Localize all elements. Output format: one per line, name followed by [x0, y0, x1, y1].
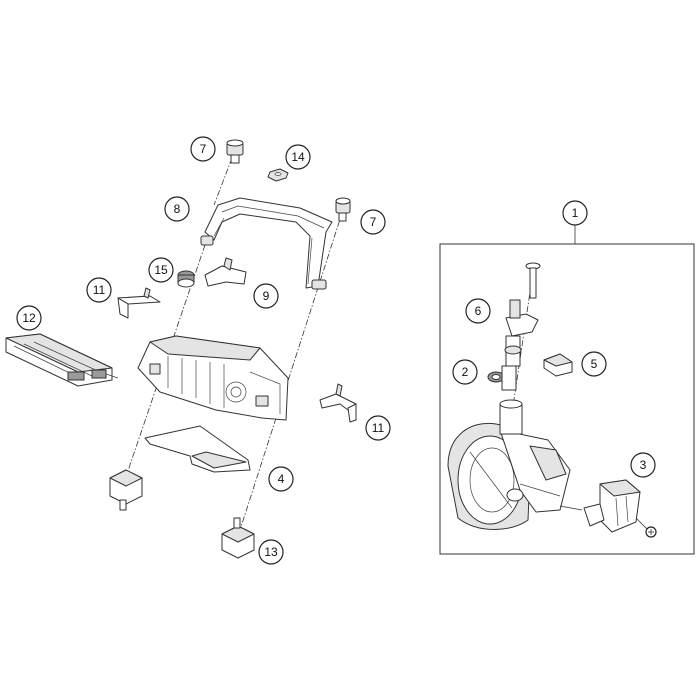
callout-7-top: 7 — [190, 136, 216, 162]
callout-12-label: 12 — [22, 311, 36, 325]
part-15-grommet — [177, 270, 195, 288]
callout-3: 3 — [630, 452, 656, 478]
callout-7-right-label: 7 — [370, 215, 377, 229]
plus-marker — [645, 526, 657, 538]
callout-5: 5 — [581, 351, 607, 377]
callout-15: 15 — [148, 257, 174, 283]
part-14-nut — [267, 168, 289, 182]
callout-5-label: 5 — [591, 357, 598, 371]
callout-4: 4 — [268, 466, 294, 492]
part-12-control-unit — [5, 333, 119, 387]
part-8-bracket — [200, 197, 333, 290]
callout-1-label: 1 — [572, 206, 579, 220]
callout-13-label: 13 — [264, 545, 278, 559]
callout-6: 6 — [465, 298, 491, 324]
part-11-bracket-left — [117, 287, 161, 319]
callout-1: 1 — [562, 200, 588, 226]
callout-11-right-label: 11 — [372, 421, 385, 435]
callout-6-label: 6 — [475, 304, 482, 318]
callout-9: 9 — [253, 283, 279, 309]
callout-2-label: 2 — [462, 365, 469, 379]
callout-7-right: 7 — [360, 209, 386, 235]
callout-2: 2 — [452, 359, 478, 385]
part-5-clip — [543, 353, 573, 377]
part-2-o-ring — [487, 365, 517, 391]
part-7-bolt-right — [335, 197, 351, 222]
callout-15-label: 15 — [154, 263, 168, 277]
part-7-bolt-top — [226, 139, 244, 164]
part-9-clip — [204, 257, 247, 287]
part-11-bracket-right — [319, 383, 357, 423]
callout-4-label: 4 — [278, 472, 285, 486]
callout-8-label: 8 — [174, 202, 181, 216]
callout-11-left: 11 — [86, 277, 112, 303]
throttle-body — [447, 399, 571, 530]
part-4-support-plate — [144, 425, 251, 473]
rubber-mount-left — [109, 469, 143, 511]
part-6-sensor-screw — [504, 262, 541, 367]
part-3-position-sensor — [559, 479, 649, 533]
callout-11-right: 11 — [365, 415, 391, 441]
callout-13: 13 — [258, 539, 284, 565]
callout-14: 14 — [285, 144, 311, 170]
assembly-axis-top-left — [213, 157, 233, 206]
callout-11-left-label: 11 — [93, 283, 106, 297]
callout-12: 12 — [16, 305, 42, 331]
main-housing — [137, 335, 289, 421]
callout-14-label: 14 — [291, 150, 305, 164]
assembly-1-frame — [439, 243, 695, 555]
callout-3-label: 3 — [640, 458, 647, 472]
callout-7-top-label: 7 — [200, 142, 207, 156]
callout-8: 8 — [164, 196, 190, 222]
callout-9-label: 9 — [263, 289, 270, 303]
assembly-axis-right — [239, 209, 344, 531]
part-13-rubber-mount — [221, 517, 255, 559]
